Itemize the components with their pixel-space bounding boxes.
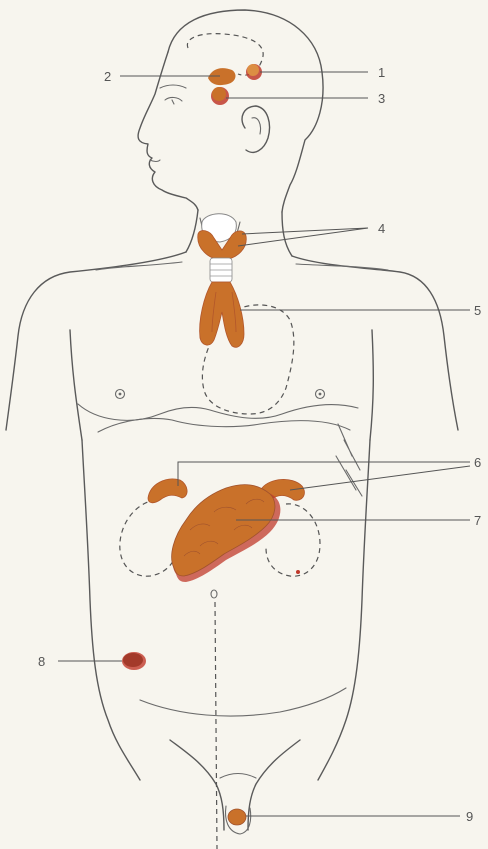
kidney-mark [296,570,300,574]
trachea [210,258,232,282]
left-kidney-outline [120,500,178,576]
label-4: 4 [378,221,385,236]
label-1: 1 [378,65,385,80]
ear-inner [252,118,261,134]
glands [122,64,304,834]
gland-1-highlight [247,64,259,76]
left-inner-arm [70,330,82,440]
eye [165,97,182,104]
gland-7-pancreas-body [172,485,275,576]
right-nipple-dot [319,393,322,396]
gland-9-testis [228,809,246,825]
pubic-line [220,774,256,779]
left-nipple-dot [119,393,122,396]
label-9: 9 [466,809,473,824]
navel [211,590,217,598]
abdomen-arc [140,688,346,716]
rib-arc [98,419,350,433]
eyebrow [160,85,186,88]
left-shoulder [6,252,186,430]
mouth [150,160,160,162]
gland-6-left-adrenal [148,479,187,503]
right-inner-arm [370,330,373,440]
right-shoulder [292,256,458,430]
label-7: 7 [474,513,481,528]
label-3: 3 [378,91,385,106]
leader-lines [58,72,470,816]
body-outline [6,10,458,830]
label-8: 8 [38,654,45,669]
neck-right [282,212,292,256]
torso-right [318,440,370,780]
torso-left [82,440,140,780]
ear [242,106,269,152]
label-5: 5 [474,303,481,318]
neck-left [186,210,198,252]
label-6: 6 [474,455,481,470]
side-hatch [336,424,362,496]
gland-8-inner [123,653,143,667]
label-2: 2 [104,69,111,84]
gland-5-thymus [200,282,244,347]
leader-6b [290,466,470,490]
gland-3-highlight [212,87,226,101]
leader-6a [178,462,470,486]
midline [215,602,217,849]
gland-2-hypothalamus [208,68,235,85]
